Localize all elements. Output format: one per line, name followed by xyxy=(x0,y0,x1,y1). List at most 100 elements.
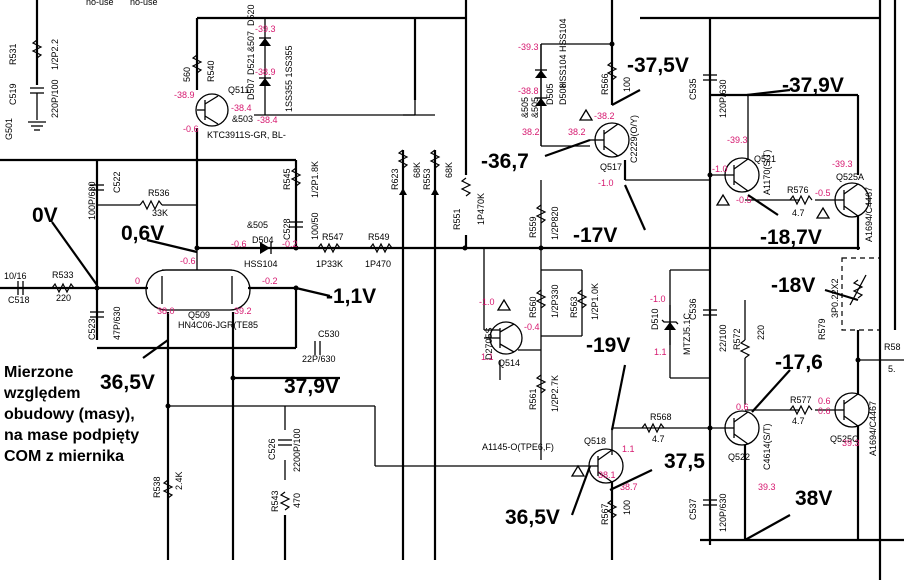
c537-ref: C537 xyxy=(688,498,698,520)
pv-d504-r: -0.2 xyxy=(282,239,298,249)
pv-q509-r: -0.2 xyxy=(262,276,278,286)
d505-ref: D505 xyxy=(545,83,555,105)
r538-ref: R538 xyxy=(152,476,162,498)
c535-value: 120P/630 xyxy=(718,79,728,118)
r536-value: 33K xyxy=(152,208,168,218)
q518-ref: Q518 xyxy=(584,436,606,446)
r543-ref: R543 xyxy=(270,490,280,512)
resistor-r560: R560 1/2P330 xyxy=(528,284,560,318)
pv-q514-b: -1.0 xyxy=(479,297,495,307)
c528-value: 100/50 xyxy=(310,212,320,240)
r563-value: 1/2P1.0K xyxy=(590,283,600,320)
pv-d510-top: -1.0 xyxy=(650,294,666,304)
capacitor-c528: C528 100/50 xyxy=(282,212,320,240)
resistor-r538: R538 2.4K xyxy=(152,471,184,499)
transistor-q517: Q517 C2229(O/Y) xyxy=(578,108,639,172)
r567-value: 100 xyxy=(622,500,632,515)
capacitor-c530: C530 22P/630 xyxy=(302,329,340,364)
transistor-q514: D2705S Q514 xyxy=(484,298,523,368)
diode-d505: &505 &505 D505 D508 HSS104 HSS104 xyxy=(520,18,568,146)
pv-q521-b: -39.3 xyxy=(727,135,748,145)
pv-d505-b: -38.8 xyxy=(518,86,539,96)
c526-ref: C526 xyxy=(267,438,277,460)
q517-ref: Q517 xyxy=(600,162,622,172)
r572-value: 220 xyxy=(756,325,766,340)
pv-q517-c: -1.0 xyxy=(598,178,614,188)
d508-alt: &505 xyxy=(530,97,540,118)
r540-ref: R540 xyxy=(206,60,216,82)
c522-value: 100P/630 xyxy=(87,181,97,220)
pv-q518-c: 1.1 xyxy=(622,444,635,454)
q514-ref: Q514 xyxy=(498,358,520,368)
resistor-r549: R549 1P470 xyxy=(365,232,393,269)
r577-value: 4.7 xyxy=(792,416,805,426)
pv-q509-base: -0.6 xyxy=(180,256,196,266)
resistor-r563: R563 1/2P1.0K xyxy=(569,283,600,320)
r577-ref: R577 xyxy=(790,395,812,405)
resistor-r543: R543 470 xyxy=(270,490,302,512)
resistor-r561: R561 1/2P2.7K xyxy=(528,374,560,412)
capacitor-c535: C535 120P/630 xyxy=(688,74,728,118)
mv-minus-1-1v: -1,1V xyxy=(326,285,376,308)
mv-minus-18-7v: -18,7V xyxy=(760,226,822,249)
r553-ref: R553 xyxy=(422,168,432,190)
c537-value: 120P/630 xyxy=(718,493,728,532)
transistor-q522: Q522 C4614(S/T) xyxy=(720,410,772,470)
resistor-r577: R577 4.7 xyxy=(789,395,813,426)
c518-value: 10/16 xyxy=(4,271,27,281)
r623-ref: R623 xyxy=(390,168,400,190)
pv-q525a-b: -39.3 xyxy=(832,159,853,169)
ground-g501: G501 xyxy=(4,118,46,140)
c518-ref: C518 xyxy=(8,295,30,305)
pv-q522-c: 39.3 xyxy=(758,482,776,492)
d508-ref: D508 xyxy=(558,83,568,105)
capacitor-c526: C526 2200P/100 xyxy=(267,428,302,472)
pv-d504-l: -0.6 xyxy=(231,239,247,249)
note-line-1: Mierzone xyxy=(4,364,73,381)
mv-minus-37-9v: -37,9V xyxy=(782,74,844,97)
capacitor-c537: C537 120P/630 xyxy=(688,493,728,532)
q522-part: C4614(S/T) xyxy=(762,423,772,470)
c523-ref: C523 xyxy=(87,318,97,340)
r623-value: 68K xyxy=(412,162,422,178)
resistor-r567: R567 100 xyxy=(600,499,632,525)
c536-value: 22/100 xyxy=(718,324,728,352)
d505-part: HSS104 HSS104 xyxy=(558,18,568,88)
printed-voltages: -38.9 -38.4 -0.6 -39.3 -38.9 -38.4 -0.6 … xyxy=(135,24,860,492)
resistor-r551: R551 1P470K xyxy=(452,177,486,230)
r568-value: 4.7 xyxy=(652,434,665,444)
r576-ref: R576 xyxy=(787,185,809,195)
pv-q518-e: 38.7 xyxy=(620,482,638,492)
mv-37-5: 37,5 xyxy=(664,450,705,473)
pv-q509-l: 0 xyxy=(135,276,140,286)
pv-q525c-b: 0.6 xyxy=(818,396,831,406)
q522-ref: Q522 xyxy=(728,452,750,462)
resistor-r547: R547 1P33K xyxy=(316,232,344,269)
pv-q511-e: -38.4 xyxy=(231,103,252,113)
pv-d510-bot: 1.1 xyxy=(654,347,667,357)
r551-value: 1P470K xyxy=(476,193,486,225)
r559-ref: R559 xyxy=(528,216,538,238)
r536-ref: R536 xyxy=(148,188,170,198)
pv-d507-b: -38.9 xyxy=(255,67,276,77)
mv-minus-19v: -19V xyxy=(586,334,630,357)
c528-ref: C528 xyxy=(282,218,292,240)
pv-d507-c: -38.4 xyxy=(257,115,278,125)
q521-part: A1170(S/T) xyxy=(762,150,772,195)
d510-part: MTZJ5.1C xyxy=(682,312,692,355)
mv-37-9v-left: 37,9V xyxy=(284,375,339,398)
resistor-r579: R579 3P0.22X2 xyxy=(817,274,867,340)
q525c-part: A1694/C4467 xyxy=(868,401,878,456)
q511-part: KTC3911S-GR, BL- xyxy=(207,130,286,140)
c530-value: 22P/630 xyxy=(302,354,336,364)
r561-value: 1/2P2.7K xyxy=(550,375,560,412)
q511-note: &503 xyxy=(232,114,253,124)
resistor-r572: R572 220 xyxy=(732,300,766,405)
mv-0-6v: 0,6V xyxy=(121,222,164,245)
pv-q511-c: -0.6 xyxy=(183,124,199,134)
transistor-q521: Q521 A1170(S/T) xyxy=(710,95,776,206)
d504-ref: D504 xyxy=(252,235,274,245)
r579-ref: R579 xyxy=(817,318,827,340)
r560-ref: R560 xyxy=(528,296,538,318)
